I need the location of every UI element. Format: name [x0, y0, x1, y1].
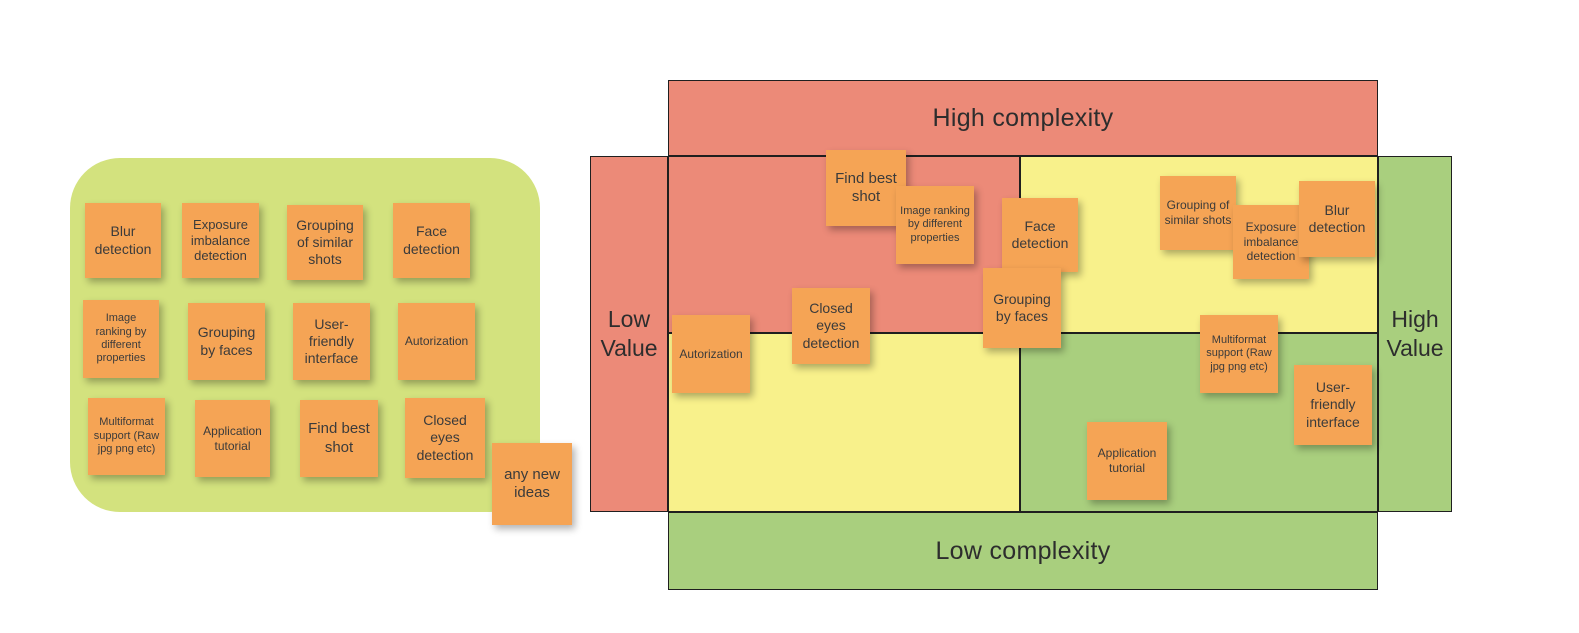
sticky-note-blur-detection[interactable]: Blur detection [85, 203, 161, 278]
sticky-note-application-tutorial[interactable]: Application tutorial [195, 400, 270, 477]
matrix-note-closed-eyes-detection[interactable]: Closed eyes detection [792, 288, 870, 364]
matrix-note-exposure-imbalance[interactable]: Exposure imbalance detection [1233, 205, 1309, 279]
high-value-label: High Value [1386, 306, 1444, 361]
zone-low-value: Low Value [590, 156, 668, 512]
sticky-note-grouping-similar-shots[interactable]: Grouping of similar shots [287, 205, 363, 280]
low-value-label: Low Value [600, 306, 658, 361]
matrix-note-face-detection[interactable]: Face detection [1002, 198, 1078, 272]
matrix-note-grouping-similar-shots[interactable]: Grouping of similar shots [1160, 176, 1236, 250]
zone-high-complexity: High complexity [668, 80, 1378, 156]
low-complexity-label: Low complexity [935, 536, 1111, 565]
sticky-note-grouping-by-faces[interactable]: Grouping by faces [188, 303, 265, 380]
matrix-note-autorization[interactable]: Autorization [672, 315, 750, 393]
sticky-note-face-detection[interactable]: Face detection [393, 203, 470, 278]
matrix-note-image-ranking[interactable]: Image ranking by different properties [896, 186, 974, 264]
zone-high-value: High Value [1378, 156, 1452, 512]
matrix-note-multiformat-support[interactable]: Multiformat support (Raw jpg png etc) [1200, 315, 1278, 393]
matrix-note-blur-detection[interactable]: Blur detection [1299, 181, 1375, 257]
sticky-note-image-ranking[interactable]: Image ranking by different properties [83, 300, 159, 378]
sticky-note-autorization[interactable]: Autorization [398, 303, 475, 380]
matrix-note-grouping-by-faces[interactable]: Grouping by faces [983, 268, 1061, 348]
matrix-note-user-friendly-interface[interactable]: User-friendly interface [1294, 365, 1372, 445]
sticky-note-exposure-imbalance[interactable]: Exposure imbalance detection [182, 203, 259, 278]
sticky-note-any-new-ideas[interactable]: any new ideas [492, 443, 572, 525]
high-complexity-label: High complexity [932, 103, 1114, 132]
zone-low-complexity: Low complexity [668, 512, 1378, 590]
matrix-note-find-best-shot[interactable]: Find best shot [826, 150, 906, 226]
sticky-note-multiformat-support[interactable]: Multiformat support (Raw jpg png etc) [88, 398, 165, 475]
matrix-note-application-tutorial[interactable]: Application tutorial [1087, 422, 1167, 500]
sticky-note-closed-eyes-detection[interactable]: Closed eyes detection [405, 398, 485, 478]
sticky-note-user-friendly-interface[interactable]: User-friendly interface [293, 303, 370, 380]
sticky-note-find-best-shot[interactable]: Find best shot [300, 400, 378, 477]
